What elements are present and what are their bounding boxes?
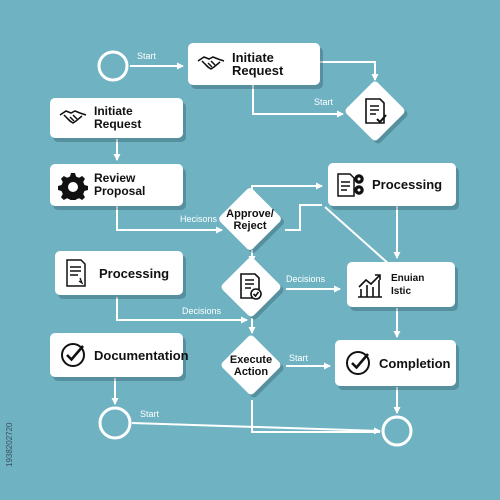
edge-label-start-execute: Start: [289, 353, 309, 363]
node-label: Initiate Request: [232, 50, 284, 78]
node-initiate-request-top[interactable]: Initiate Request: [188, 43, 320, 85]
edge-approve-up: [285, 204, 322, 231]
decision-approve: [219, 188, 281, 250]
decision-top: [345, 81, 405, 141]
edge-label-start-top: Start: [137, 51, 157, 61]
node-enuian-istic[interactable]: Enuian Istic: [347, 262, 455, 307]
start-circle: [97, 50, 129, 82]
node-label: Initiate Request: [94, 104, 142, 131]
edge-approve-to-processing: [251, 182, 323, 196]
document-icon: [63, 258, 93, 288]
edge-processing-left-to-decision: [116, 297, 248, 324]
edge-end-left-to-end-right: [131, 422, 381, 435]
handshake-icon: [196, 49, 226, 79]
node-label: Processing: [99, 265, 170, 281]
decision-approve-label: Approve/ Reject: [226, 208, 274, 232]
edge-execute-to-end: [251, 400, 380, 433]
end-circle-right: [381, 415, 413, 447]
edge-diagonal: [324, 206, 391, 266]
document-check-icon: [240, 273, 262, 300]
decision-execute: [221, 335, 281, 395]
node-review-proposal[interactable]: Review Proposal: [50, 164, 183, 206]
edge-initiate-top-down-to-decision: [252, 84, 344, 118]
node-label: Completion: [379, 355, 451, 371]
node-label: Processing: [372, 177, 443, 192]
document-check-icon: [365, 98, 387, 124]
edge-label-start-right: Start: [314, 97, 334, 107]
edge-label-decisions-right: Decisions: [286, 274, 326, 284]
growth-chart-icon: [355, 270, 385, 300]
gear-icon: [58, 170, 88, 200]
decision-execute-label: Execute Action: [229, 354, 273, 378]
node-label: Review Proposal: [94, 171, 146, 198]
node-processing-left[interactable]: Processing: [55, 251, 183, 295]
edge-review-to-approve: [116, 206, 223, 234]
watermark-id: 1938202720: [5, 422, 14, 468]
handshake-icon: [58, 103, 88, 133]
node-label: Enuian Istic: [391, 272, 425, 297]
edge-label-decisions-bottom: Decisions: [182, 306, 222, 316]
end-circle-left: [98, 406, 132, 440]
decision-middle: [221, 257, 281, 317]
node-label: Documentation: [94, 347, 189, 363]
node-completion[interactable]: Completion: [335, 340, 456, 386]
edge-initiate-top-to-decision: [320, 61, 379, 81]
edge-label-hecisons: Hecisons: [180, 214, 218, 224]
edge-label-start-bottom: Start: [140, 409, 160, 419]
node-processing-right[interactable]: Processing: [328, 163, 456, 206]
node-documentation[interactable]: Documentation: [50, 333, 189, 377]
document-gear-icon: [336, 170, 366, 200]
checkmark-icon: [343, 348, 373, 378]
node-initiate-request-left[interactable]: Initiate Request: [50, 98, 183, 138]
checkmark-icon: [58, 340, 88, 370]
